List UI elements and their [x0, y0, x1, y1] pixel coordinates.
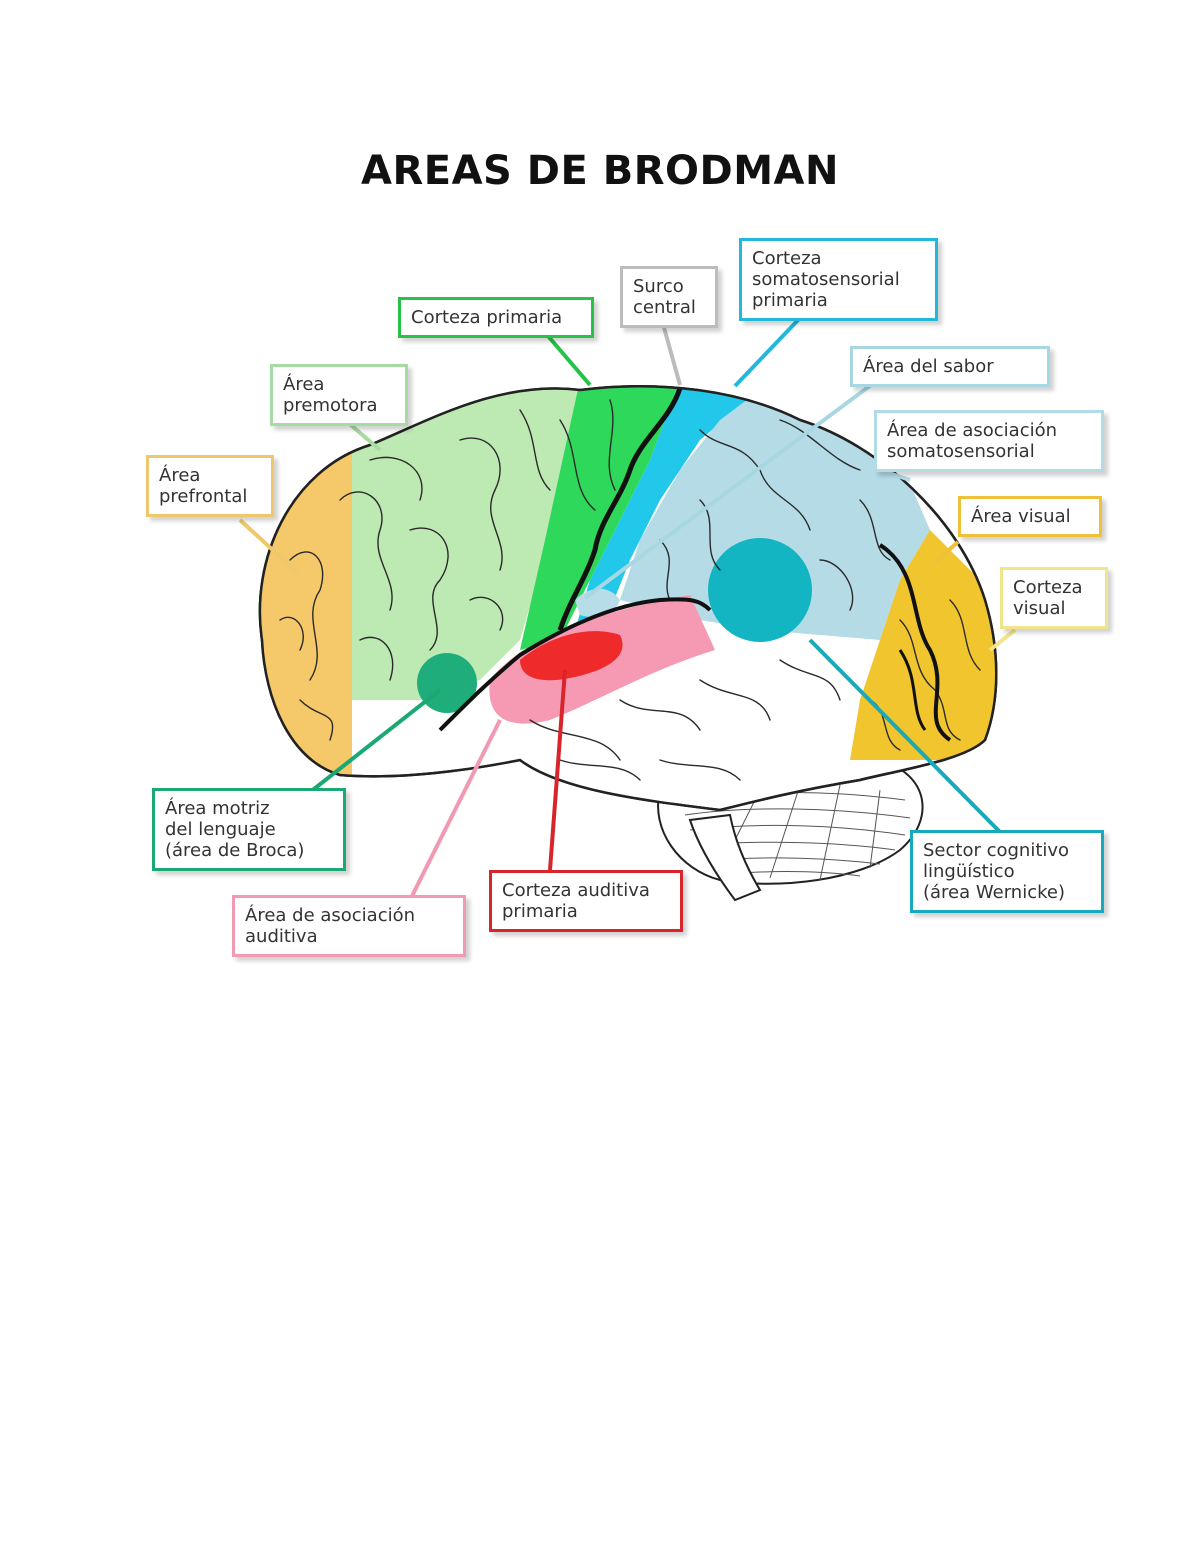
label-corteza-visual: Corteza visual — [1000, 567, 1108, 629]
label-line: Área de asociación — [245, 905, 416, 926]
label-line: visual — [1013, 598, 1066, 619]
region-auditory-primary — [520, 631, 623, 681]
region-wernicke — [708, 538, 812, 642]
label-area-prefrontal: Área prefrontal — [146, 455, 274, 517]
label-line: auditiva — [245, 926, 318, 947]
label-line: (área Wernicke) — [923, 882, 1065, 903]
label-line: primaria — [502, 901, 578, 922]
label-line: Área motriz — [165, 798, 270, 819]
label-line: premotora — [283, 395, 378, 416]
label-line: Corteza auditiva — [502, 880, 650, 901]
label-line: Sector cognitivo — [923, 840, 1070, 861]
label-line: Área de asociación — [887, 420, 1058, 441]
leader-lines — [238, 316, 1017, 901]
label-line: Corteza primaria — [411, 307, 563, 328]
label-asociacion-auditiva: Área de asociación auditiva — [232, 895, 466, 957]
lateral-fissure — [438, 597, 712, 732]
occipital-sulcus — [878, 543, 952, 742]
region-somatosensory-primary — [575, 386, 760, 630]
label-line: Área — [159, 465, 201, 486]
label-line: somatosensorial — [887, 441, 1035, 462]
label-auditiva-primaria: Corteza auditiva primaria — [489, 870, 683, 932]
region-prefrontal — [259, 386, 352, 800]
label-line: Área del sabor — [863, 356, 994, 377]
label-line: somatosensorial — [752, 269, 900, 290]
label-asociacion-somatosensorial: Área de asociación somatosensorial — [874, 410, 1104, 472]
region-premotor — [352, 386, 580, 700]
label-line: central — [633, 297, 696, 318]
label-corteza-primaria: Corteza primaria — [398, 297, 594, 338]
label-line: lingüístico — [923, 861, 1015, 882]
page-title: AREAS DE BRODMAN — [361, 148, 839, 194]
region-somatosensory-association — [620, 390, 930, 640]
label-line: del lenguaje — [165, 819, 276, 840]
label-wernicke: Sector cognitivo lingüístico (área Werni… — [910, 830, 1104, 913]
label-line: Área visual — [971, 506, 1071, 527]
label-area-premotora: Área premotora — [270, 364, 408, 426]
brain-stem — [688, 813, 762, 902]
label-line: Corteza — [752, 248, 822, 269]
label-line: Surco — [633, 276, 684, 297]
central-sulcus — [557, 387, 683, 631]
label-line: (área de Broca) — [165, 840, 305, 861]
label-surco-central: Surco central — [620, 266, 718, 328]
label-area-sabor: Área del sabor — [850, 346, 1050, 387]
label-line: primaria — [752, 290, 828, 311]
label-area-visual: Área visual — [958, 496, 1102, 537]
label-line: prefrontal — [159, 486, 248, 507]
label-broca: Área motriz del lenguaje (área de Broca) — [152, 788, 346, 871]
label-line: Corteza — [1013, 577, 1083, 598]
label-somatosensorial-primaria: Corteza somatosensorial primaria — [739, 238, 938, 321]
label-line: Área — [283, 374, 325, 395]
